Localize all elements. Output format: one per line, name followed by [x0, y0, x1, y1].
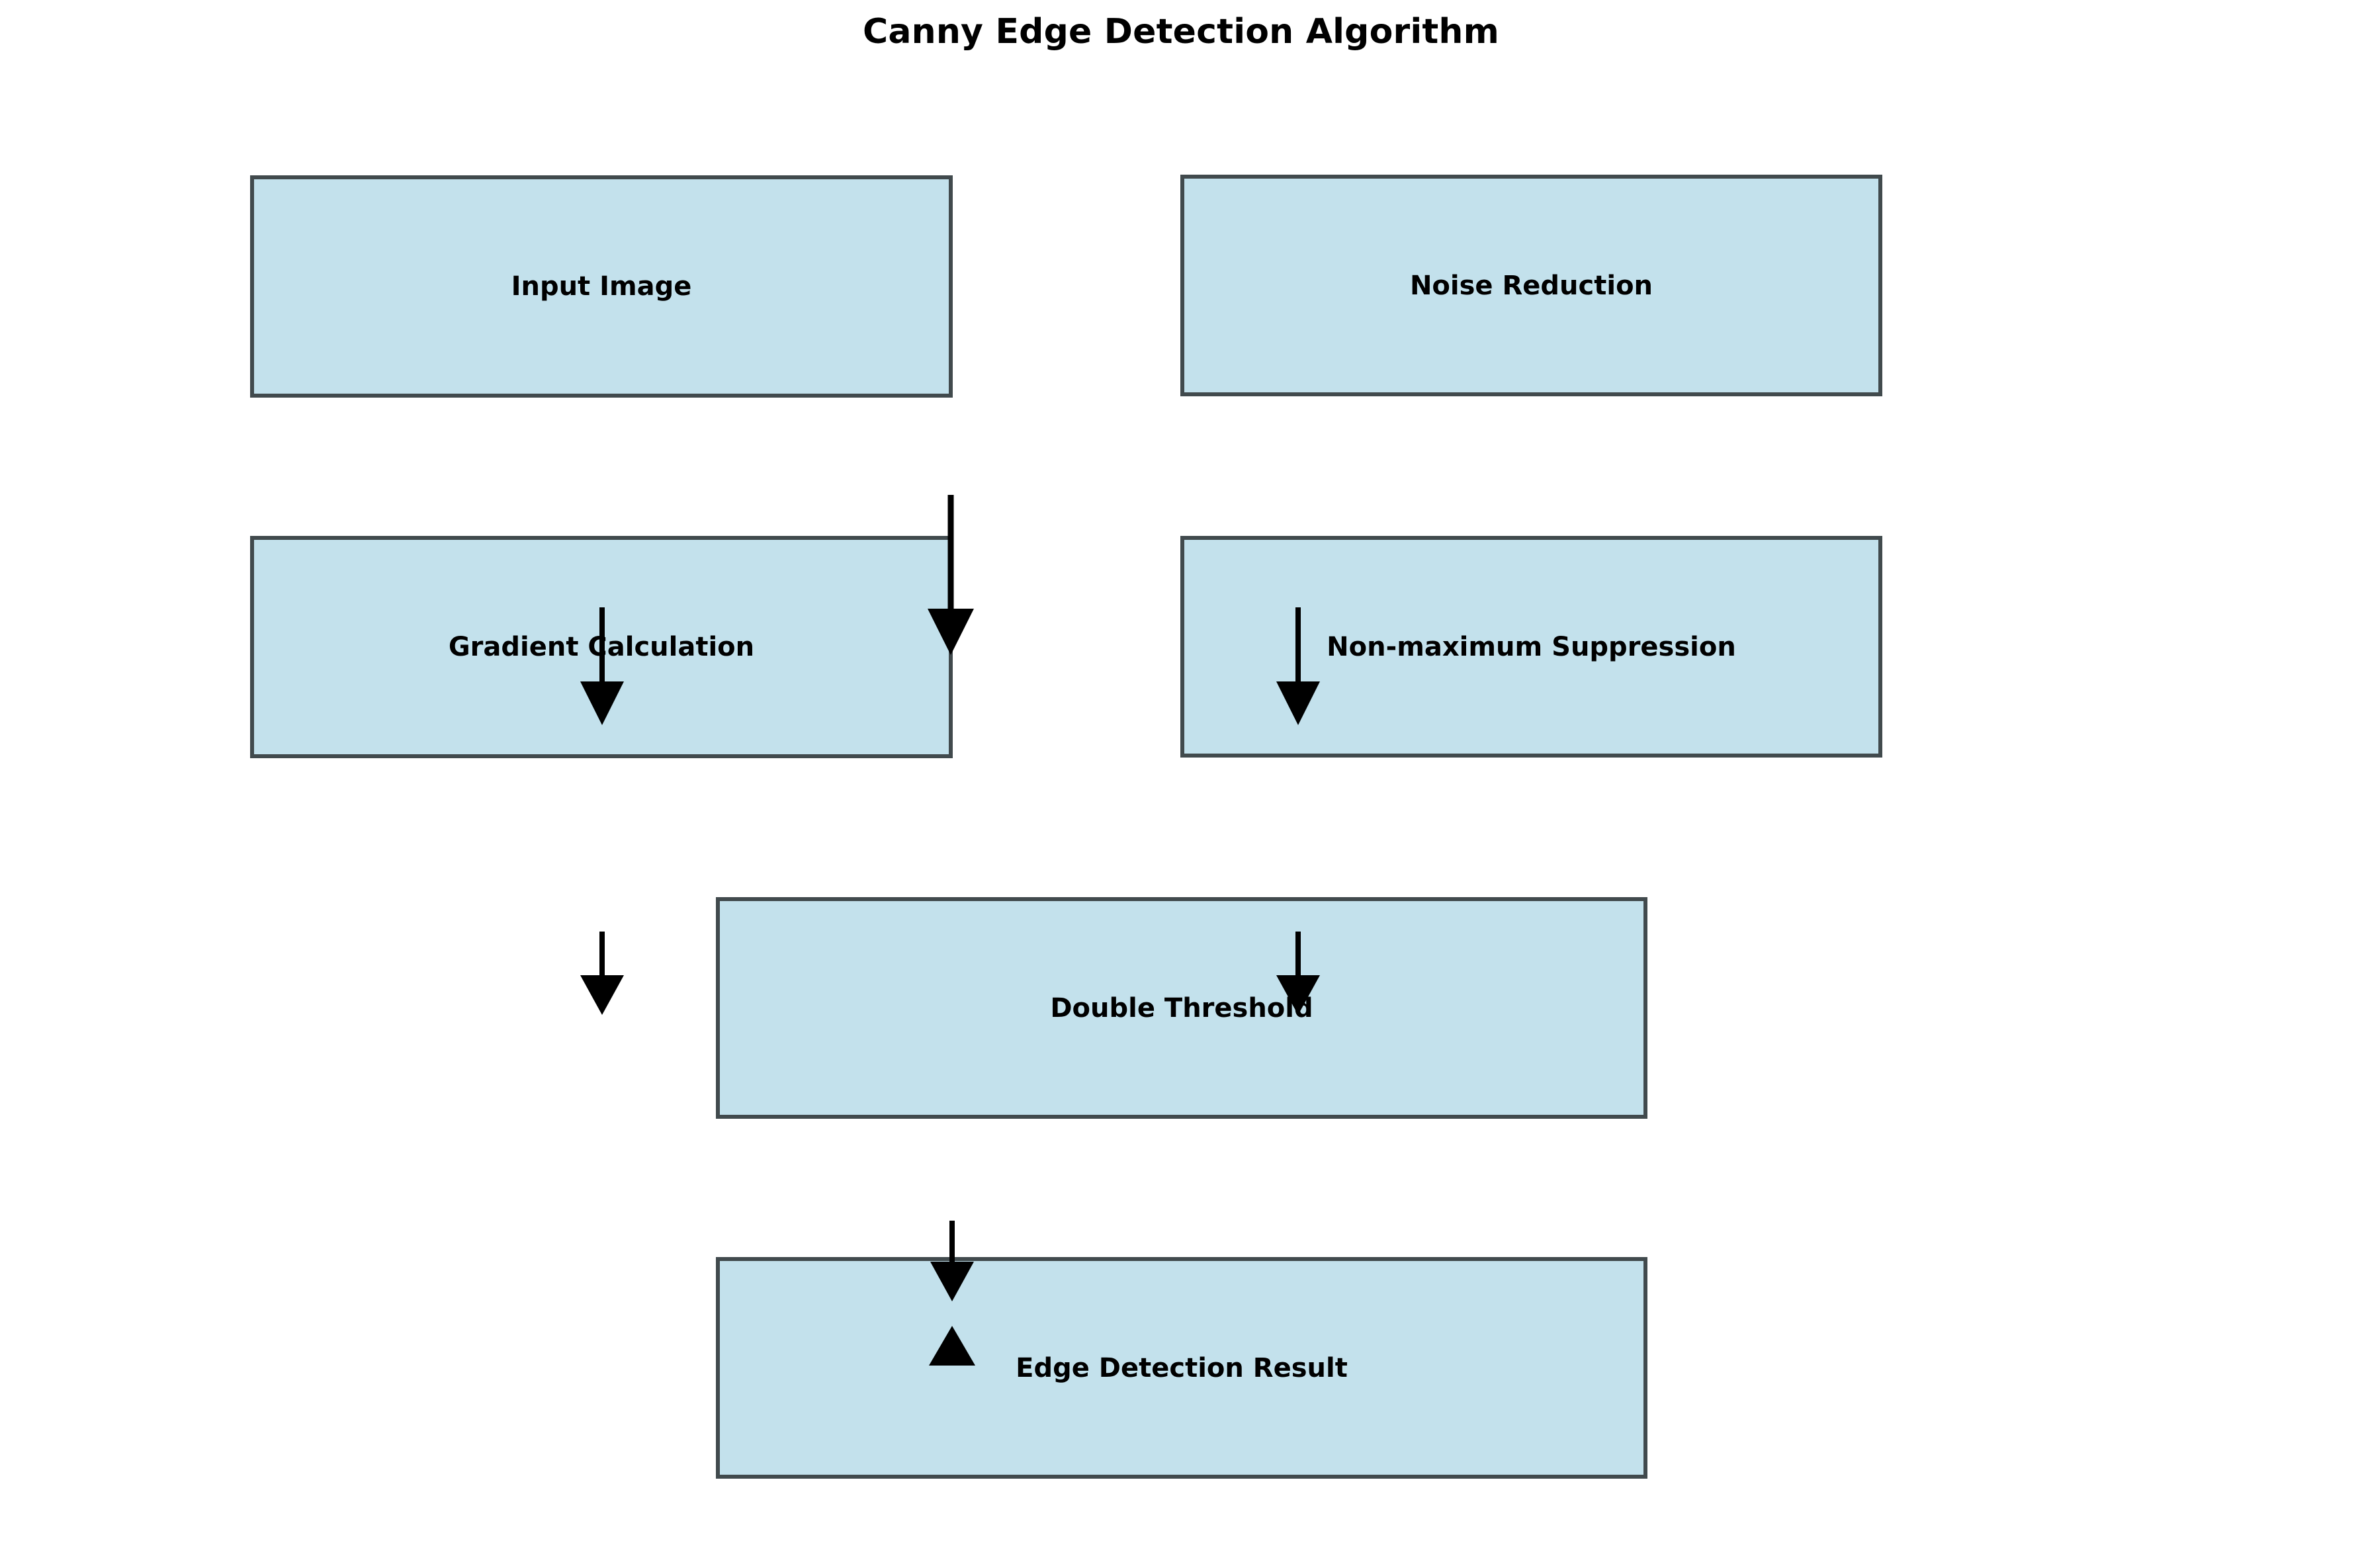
node-noise-reduction[interactable]: Noise Reduction [1180, 175, 1882, 396]
node-label-double-threshold: Double Threshold [1050, 992, 1313, 1024]
node-label-gradient-calculation: Gradient Calculation [448, 632, 755, 662]
node-label-non-maximum-suppression: Non-maximum Suppression [1327, 631, 1736, 662]
node-input-image[interactable]: Input Image [250, 175, 953, 398]
arrow-standalone-left-icon [572, 932, 632, 1018]
node-double-threshold[interactable]: Double Threshold [716, 897, 1647, 1119]
node-gradient-calculation[interactable]: Gradient Calculation [250, 536, 953, 758]
node-label-noise-reduction: Noise Reduction [1409, 270, 1653, 301]
node-non-maximum-suppression[interactable]: Non-maximum Suppression [1180, 536, 1882, 758]
node-label-edge-detection-result: Edge Detection Result [1016, 1352, 1348, 1383]
page-title: Canny Edge Detection Algorithm [862, 12, 1500, 52]
node-label-input-image: Input Image [511, 271, 692, 302]
node-edge-detection-result[interactable]: Edge Detection Result [716, 1257, 1647, 1479]
